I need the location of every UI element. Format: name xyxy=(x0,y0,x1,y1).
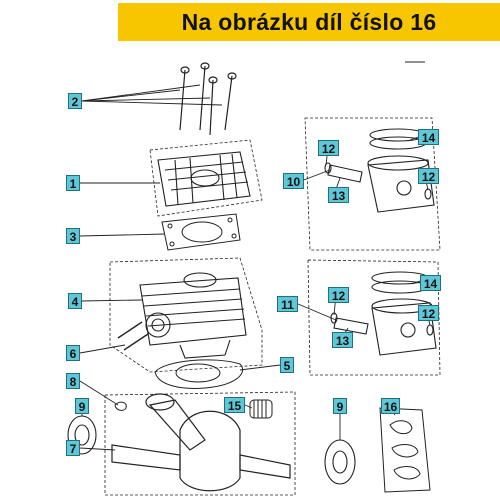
callout-12-d: 12 xyxy=(418,305,439,321)
bearing-right xyxy=(324,439,356,485)
needle-bearing xyxy=(249,399,273,419)
piston-kit-11 xyxy=(330,271,437,356)
box-cylinder xyxy=(109,257,263,373)
callout-15: 15 xyxy=(224,397,245,413)
callout-14-b: 14 xyxy=(420,275,441,291)
callout-3: 3 xyxy=(66,228,80,244)
callout-12-c: 12 xyxy=(328,287,349,303)
callout-13-b: 13 xyxy=(332,332,353,348)
base-gasket xyxy=(154,359,244,389)
banner-text: Na obrázku díl číslo 16 xyxy=(181,8,437,35)
callout-1: 1 xyxy=(66,175,80,191)
callout-10: 10 xyxy=(283,173,304,189)
title-banner: Na obrázku díl číslo 16 xyxy=(118,3,500,41)
studs xyxy=(117,321,149,351)
callout-14-a: 14 xyxy=(418,129,439,145)
head-gasket xyxy=(161,213,241,251)
callout-8: 8 xyxy=(66,373,80,389)
callout-11: 11 xyxy=(277,296,298,312)
callout-2: 2 xyxy=(68,93,82,109)
box-piston-kit-11 xyxy=(307,259,441,376)
crankshaft xyxy=(111,393,291,492)
group-boxes xyxy=(104,117,441,496)
leader-lines xyxy=(79,84,431,451)
cylinder xyxy=(139,272,247,359)
callout-4: 4 xyxy=(68,293,82,309)
callout-12-b: 12 xyxy=(418,168,439,184)
callout-5: 5 xyxy=(280,357,294,373)
box-cylinder-head xyxy=(149,139,263,217)
box-crankshaft xyxy=(104,391,296,496)
cylinder-head xyxy=(157,151,251,207)
callout-12-a: 12 xyxy=(318,140,339,156)
callout-9-right: 9 xyxy=(333,398,347,414)
callout-9-left: 9 xyxy=(75,398,89,414)
callout-13-a: 13 xyxy=(328,187,349,203)
head-bolts xyxy=(179,62,237,136)
callout-16: 16 xyxy=(381,398,400,414)
woodruff-key xyxy=(114,401,127,411)
callout-6: 6 xyxy=(66,345,80,361)
callout-7: 7 xyxy=(66,440,80,456)
gasket-set xyxy=(379,407,431,493)
